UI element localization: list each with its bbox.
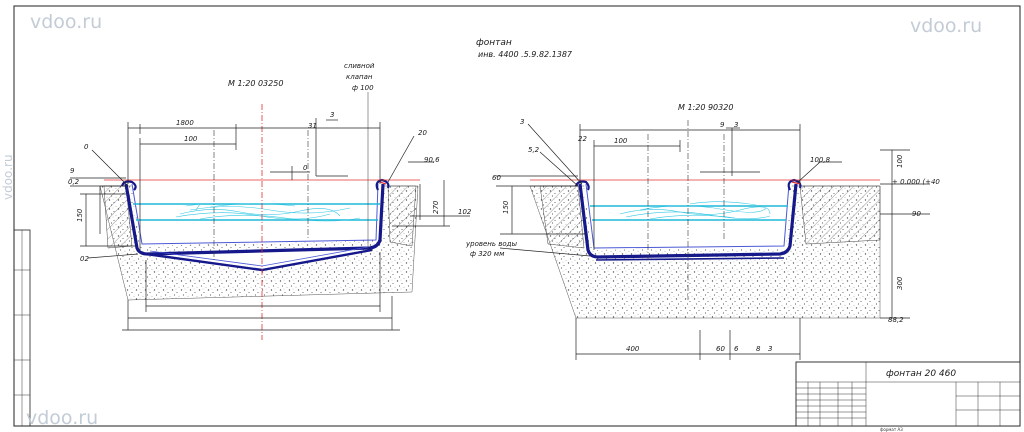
left-leaders xyxy=(87,135,434,259)
left-earth-wall-right xyxy=(387,185,417,247)
right-dim-3: 3 xyxy=(768,345,772,353)
left-dim-150: 150 xyxy=(76,208,84,222)
left-dim-1800: 1800 xyxy=(176,119,194,127)
right-dim-6: 6 xyxy=(734,345,739,353)
left-water-ripples xyxy=(175,203,361,222)
left-keel xyxy=(146,250,372,270)
right-right-vertical-dimensions xyxy=(880,149,930,319)
right-dim-90: 90 xyxy=(912,210,921,218)
title-block xyxy=(795,361,1021,427)
right-dim-150: 150 xyxy=(502,200,510,214)
left-right-dimensions xyxy=(392,180,470,227)
right-bottom-dimensions xyxy=(575,318,801,360)
right-dim-300: 300 xyxy=(896,276,904,290)
left-dim-102: 102 xyxy=(458,208,472,216)
right-bowl-inner xyxy=(585,183,790,249)
left-mark-0: 0 xyxy=(303,164,308,172)
watermark-side: vdoo.ru xyxy=(1,154,15,200)
right-section: М 1:20 90320 xyxy=(465,103,940,360)
left-rim-accent xyxy=(379,181,387,185)
right-earth-wall-right xyxy=(799,185,881,245)
left-dim-9: 9 xyxy=(70,167,75,175)
left-rim-left xyxy=(120,180,137,191)
watermark-top-right: vdoo.ru xyxy=(910,15,982,37)
right-bottom-note-1: уровень воды xyxy=(465,240,517,248)
left-mark-20: 20 xyxy=(418,129,427,137)
right-dim-88-2: 88,2 xyxy=(888,316,904,324)
sheet-frame xyxy=(13,5,1021,427)
right-dim-60-b: 60 xyxy=(716,345,725,353)
left-bottom-dimensions xyxy=(122,252,400,331)
left-note-line3: ф 100 xyxy=(352,84,374,92)
right-left-vertical-dimensions xyxy=(496,175,586,235)
right-top-dimensions xyxy=(579,124,801,250)
right-rim-accent xyxy=(791,181,801,185)
right-bottom-note-2: ф 320 мм xyxy=(470,250,505,258)
right-elev-100-8: 100,8 xyxy=(810,156,831,164)
left-mark-02: 02 xyxy=(80,255,89,263)
left-section-caption: М 1:20 03250 xyxy=(228,79,283,88)
title-block-title: фонтан 20 460 xyxy=(886,369,956,379)
left-mark-3: 3 xyxy=(330,111,334,119)
drawing-header-code: инв. 4400 .5.9.82.1387 xyxy=(478,50,573,59)
right-water-ripples xyxy=(619,201,771,220)
right-dim-22: 22 xyxy=(578,135,587,143)
left-bowl-interior xyxy=(131,184,384,246)
right-mark-5-2: 5,2 xyxy=(528,146,540,154)
left-note-line2: клапан xyxy=(346,73,373,81)
left-dim-270: 270 xyxy=(432,200,440,214)
left-bowl-shell xyxy=(124,183,385,256)
left-vertical-dimensions xyxy=(70,177,136,247)
drawing-header: фонтан xyxy=(476,38,512,48)
left-mark-0-leader: 0 xyxy=(84,143,89,151)
right-dim-60: 60 xyxy=(492,174,501,182)
right-mark-3: 3 xyxy=(520,118,524,126)
left-dim-100: 100 xyxy=(184,135,198,143)
right-rim-left xyxy=(574,180,590,191)
left-bowl-inner xyxy=(131,183,379,245)
right-mark-9: 9 xyxy=(720,121,725,129)
left-dim-31: 31 xyxy=(308,122,317,130)
watermark-bottom-left: vdoo.ru xyxy=(26,407,98,429)
right-bowl-base xyxy=(595,257,785,261)
left-dim-0-2: 0,2 xyxy=(68,178,80,186)
right-elev-note: + 0.000 (+40 xyxy=(892,178,940,186)
right-dim-8: 8 xyxy=(756,345,761,353)
right-mark-3-top: 3 xyxy=(734,121,738,129)
right-dim-100: 100 xyxy=(614,137,628,145)
side-stamp xyxy=(13,229,31,427)
title-block-footer: формат А3 xyxy=(880,427,903,432)
right-earth-wall-left xyxy=(539,185,585,249)
left-section: М 1:20 03250 сливной клапан ф 100 xyxy=(68,62,472,340)
left-top-dimensions xyxy=(127,118,381,250)
right-section-caption: М 1:20 90320 xyxy=(678,103,733,112)
left-elev-90-6: 90,6 xyxy=(424,156,440,164)
right-leaders xyxy=(499,123,842,257)
left-note-line1: сливной xyxy=(344,62,375,70)
watermark-top-left: vdoo.ru xyxy=(30,11,102,33)
right-dim-100-v: 100 xyxy=(896,154,904,168)
right-dim-400: 400 xyxy=(626,345,640,353)
right-bowl-shell xyxy=(578,183,798,259)
